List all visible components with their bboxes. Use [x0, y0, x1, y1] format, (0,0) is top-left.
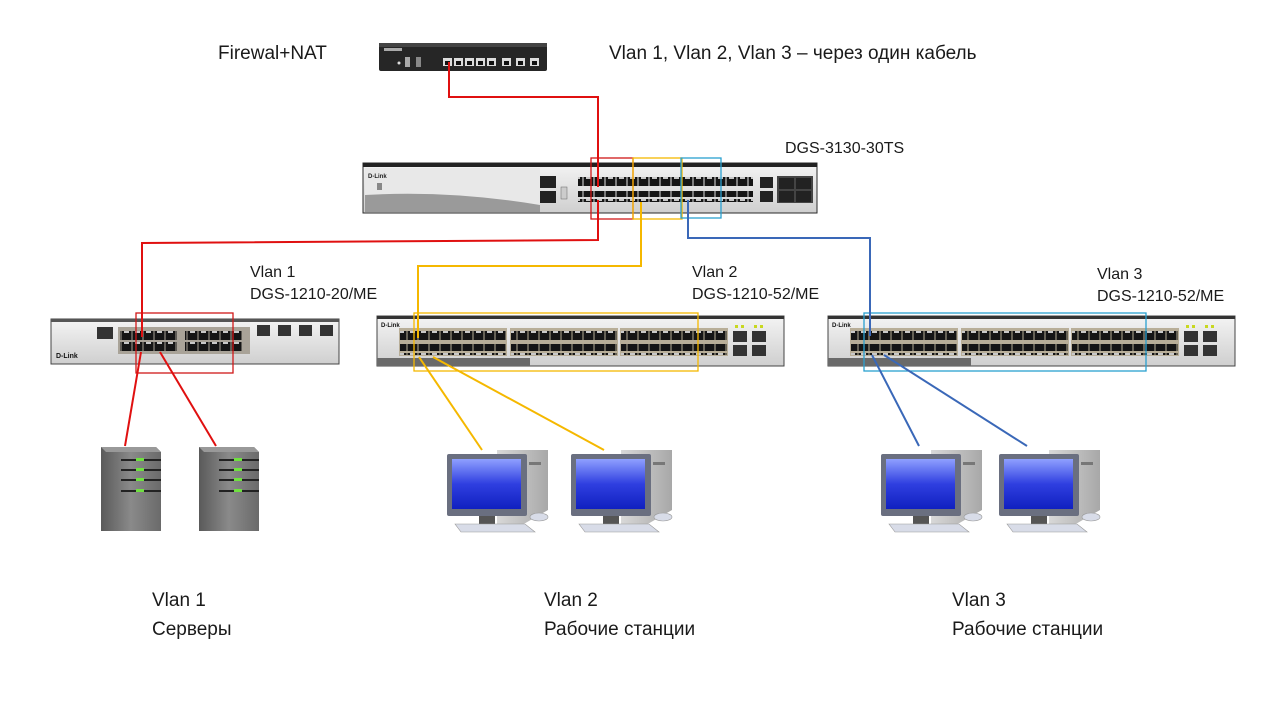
- ws3a-cable: [871, 354, 920, 447]
- group-1-label: Vlan 1 Серверы: [152, 586, 232, 644]
- access-switch-2-model: DGS-1210-52/ME: [692, 286, 820, 303]
- server2-cable: [159, 351, 217, 447]
- server-icon[interactable]: [101, 447, 161, 531]
- group-2-label: Vlan 2 Рабочие станции: [544, 586, 695, 644]
- access-switch-1-model: DGS-1210-20/ME: [250, 286, 378, 303]
- core-switch-model: DGS-3130-30TS: [785, 140, 905, 157]
- access-switch-3-icon[interactable]: D-Link: [827, 315, 1236, 367]
- vlan3-port-box-core: [680, 157, 722, 219]
- server-icon[interactable]: [199, 447, 259, 531]
- workstation-icon[interactable]: [570, 449, 673, 533]
- ws2a-cable: [418, 356, 483, 451]
- ws3b-cable: [883, 354, 1028, 447]
- trunk-cable: [448, 62, 599, 187]
- vlan3-uplink-cable: [687, 200, 871, 336]
- vlan2-uplink-cable: [417, 202, 642, 338]
- group-3-label: Vlan 3 Рабочие станции: [952, 586, 1103, 644]
- group-1-desc: Серверы: [152, 619, 232, 640]
- access-switch-1-vlan: Vlan 1: [250, 264, 296, 281]
- svg-text:D-Link: D-Link: [368, 174, 387, 180]
- access-switch-1-icon[interactable]: D-Link: [50, 318, 340, 365]
- svg-text:D-Link: D-Link: [56, 353, 78, 360]
- server1-cable: [124, 351, 142, 447]
- group-3-vlan: Vlan 3: [952, 590, 1006, 611]
- vlan1-port-box-access: [135, 312, 234, 374]
- access-switch-2-label: Vlan 2 DGS-1210-52/ME: [692, 262, 819, 306]
- access-switch-2-icon[interactable]: D-Link: [376, 315, 785, 367]
- ws2b-cable: [432, 356, 605, 451]
- group-1-vlan: Vlan 1: [152, 590, 206, 611]
- access-switch-3-vlan: Vlan 3: [1097, 266, 1143, 283]
- workstation-icon[interactable]: [447, 450, 549, 533]
- svg-text:D-Link: D-Link: [832, 323, 851, 329]
- access-switch-3-label: Vlan 3 DGS-1210-52/ME: [1097, 264, 1224, 308]
- firewall-label: Firewal+NAT: [218, 43, 327, 64]
- group-2-desc: Рабочие станции: [544, 619, 696, 640]
- vlan2-port-box-access: [413, 312, 699, 372]
- access-switch-1-label: Vlan 1 DGS-1210-20/ME: [250, 262, 377, 306]
- workstation-icon[interactable]: [998, 449, 1101, 533]
- svg-text:D-Link: D-Link: [381, 323, 400, 329]
- core-switch-icon[interactable]: D-Link: [362, 162, 818, 214]
- vlan2-port-box-core: [632, 157, 683, 220]
- access-switch-2-vlan: Vlan 2: [692, 264, 738, 281]
- group-3-desc: Рабочие станции: [952, 619, 1104, 640]
- vlan3-port-box-access: [863, 312, 1147, 372]
- vlan1-uplink-cable: [141, 200, 599, 337]
- workstation-icon[interactable]: [880, 449, 983, 533]
- access-switch-3-model: DGS-1210-52/ME: [1097, 288, 1225, 305]
- trunk-note: Vlan 1, Vlan 2, Vlan 3 – через один кабе…: [609, 43, 977, 64]
- group-2-vlan: Vlan 2: [544, 590, 598, 611]
- firewall-router-icon[interactable]: [379, 43, 547, 71]
